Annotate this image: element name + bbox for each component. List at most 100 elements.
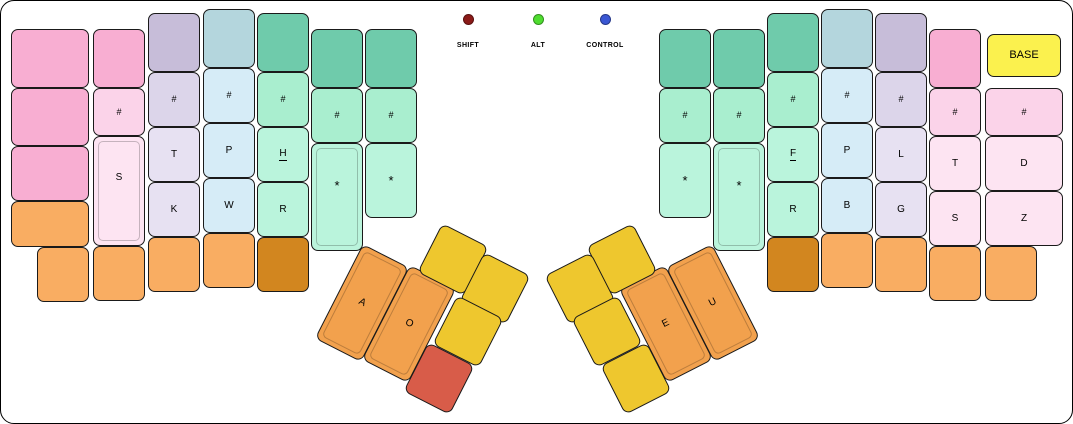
control-indicator-dot [599,14,611,25]
key-l-col3-t[interactable]: T [148,127,200,182]
key-label: O [403,316,416,331]
key-r-col5-row1[interactable] [875,13,927,72]
key-l-col4-bottom[interactable] [203,233,255,288]
key-label: # [171,94,177,104]
key-r-col3-hash[interactable]: # [767,72,819,127]
key-label: * [388,173,394,188]
key-label: P [843,144,851,156]
key-label: P [225,144,233,156]
key-r-col6-t[interactable]: T [929,136,981,191]
key-label: Z [1020,212,1028,224]
key-l-col5-row1[interactable] [257,13,309,72]
key-label: BASE [1009,49,1039,61]
key-label: S [951,212,959,224]
key-l-col4-hash[interactable]: # [203,68,255,123]
key-r-col5-l[interactable]: L [875,127,927,182]
alt-indicator-label: ALT [530,42,546,49]
key-l-col1-row4[interactable] [11,201,89,247]
key-label: K [170,203,178,215]
key-l-col2-hash[interactable]: # [93,88,145,136]
alt-indicator-dot [532,14,544,25]
key-r-col1-hash[interactable]: # [659,88,711,143]
key-label: T [170,148,178,160]
key-l-col2-s[interactable]: S [93,136,145,246]
key-r-col2-hash[interactable]: # [713,88,765,143]
key-label: # [388,110,394,120]
key-r-col6-hash[interactable]: # [929,88,981,136]
key-r-col6-s[interactable]: S [929,191,981,246]
key-label: A [356,296,368,309]
key-label: # [952,106,958,117]
key-label: S [115,172,123,183]
key-l-col2-bottom[interactable] [93,246,145,301]
key-r-col3-row1[interactable] [767,13,819,72]
shift-indicator-label: SHIFT [456,42,480,49]
key-label: # [334,110,340,120]
key-l-col3-k[interactable]: K [148,182,200,237]
key-label: E [660,317,672,330]
key-r-col2-row1[interactable] [713,29,765,88]
key-l-col5-bottom[interactable] [257,237,309,292]
key-label: # [1021,106,1027,117]
key-r-col4-bottom[interactable] [821,233,873,288]
key-l-col1-row1[interactable] [11,29,89,88]
key-l-col6-hash[interactable]: # [311,88,363,143]
key-l-col1-row3[interactable] [11,146,89,201]
key-l-col6-star[interactable]: * [311,143,363,251]
key-label: W [224,199,234,211]
key-l-col1-row2[interactable] [11,88,89,146]
key-r-col2-star[interactable]: * [713,143,765,251]
key-l-col2-row1[interactable] [93,29,145,88]
key-l-col4-p[interactable]: P [203,123,255,178]
key-label: * [334,178,340,193]
key-label: B [843,199,851,211]
key-l-col6-row1[interactable] [311,29,363,88]
key-r-col4-hash[interactable]: # [821,68,873,123]
key-label: # [736,110,742,120]
key-l-col5-hash[interactable]: # [257,72,309,127]
key-l-col7-row1[interactable] [365,29,417,88]
key-r-col1-star[interactable]: * [659,143,711,218]
key-r-col3-f[interactable]: F [767,127,819,182]
key-l-col4-w[interactable]: W [203,178,255,233]
key-label: # [790,94,796,104]
key-l-col7-star[interactable]: * [365,143,417,218]
key-r-col1-row1[interactable] [659,29,711,88]
key-r-col4-row1[interactable] [821,9,873,68]
key-l-col3-bottom[interactable] [148,237,200,292]
key-label: T [951,157,959,169]
key-l-col5-r[interactable]: R [257,182,309,237]
key-label: D [1020,157,1028,169]
key-label: F [789,147,797,161]
key-label: R [279,203,287,215]
key-label: H [279,147,287,161]
key-r-col5-bottom[interactable] [875,237,927,292]
key-l-col7-hash[interactable]: # [365,88,417,143]
key-r-col5-g[interactable]: G [875,182,927,237]
key-label: # [898,94,904,104]
key-r-col7-bottom[interactable] [985,246,1037,301]
key-r-col7-d[interactable]: D [985,136,1063,191]
key-l-col3-hash[interactable]: # [148,72,200,127]
key-l-col1-bottom[interactable] [37,247,89,302]
key-r-col7-hash[interactable]: # [985,88,1063,136]
key-r-col6-row1[interactable] [929,29,981,88]
key-r-col7-z[interactable]: Z [985,191,1063,246]
key-l-col3-row1[interactable] [148,13,200,72]
key-r-col6-bottom[interactable] [929,246,981,301]
key-label: R [789,203,797,215]
key-label: * [736,178,742,193]
key-r-col7-base[interactable]: BASE [987,34,1061,77]
key-label: # [226,90,232,100]
key-r-col4-p[interactable]: P [821,123,873,178]
key-l-col5-h[interactable]: H [257,127,309,182]
key-r-col5-hash[interactable]: # [875,72,927,127]
key-label: # [682,110,688,120]
key-r-col4-b[interactable]: B [821,178,873,233]
key-r-col3-r[interactable]: R [767,182,819,237]
key-r-col3-bottom[interactable] [767,237,819,292]
key-label: # [844,90,850,100]
key-label: * [682,173,688,188]
key-l-col4-row1[interactable] [203,9,255,68]
